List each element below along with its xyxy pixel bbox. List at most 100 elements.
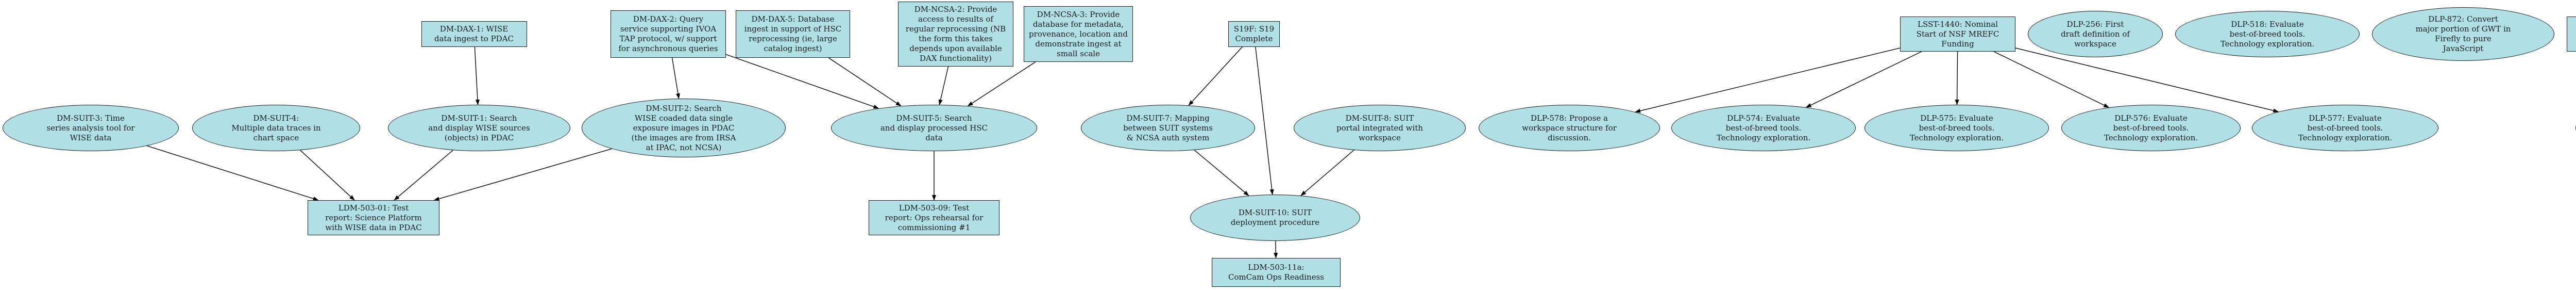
node-label-line: regular reprocessing (NB <box>905 24 1006 34</box>
node-label-line: WISE data <box>70 133 112 142</box>
node-label-line: DM-DAX-2: Query <box>633 14 704 24</box>
node-label-line: best-of-breed tools. <box>2229 29 2306 39</box>
node-label-line: DLP-872: Convert <box>2428 14 2498 24</box>
node-label-line: DM-SUIT-7: Mapping <box>1126 113 1210 123</box>
node-label-line: LSST-1440: Nominal <box>1918 19 1998 29</box>
edge-dm-ncsa-3-to-dm-suit-5 <box>967 61 1036 107</box>
node-label-line: workspace structure for <box>1522 123 1617 133</box>
node-label-line: provenance, location and <box>1029 29 1128 39</box>
node-label-line: for asynchronous queries <box>618 44 718 53</box>
node-label-line: discussion. <box>1548 133 1591 142</box>
node-label-line: DM-SUIT-4: <box>253 113 299 123</box>
node-dmtc-0000-0030: DMTC-0000-0030:LSST Software Release F16… <box>2567 17 2576 52</box>
edge-s19f-to-dm-suit-7 <box>1188 46 1243 106</box>
edge-dm-suit-2-to-ldm-503-01 <box>433 148 612 201</box>
node-label-line: ComCam Ops Readiness <box>1228 272 1324 282</box>
node-label-line: DM-DAX-5: Database <box>751 14 835 24</box>
edge-lsst-1440-to-dlp-575 <box>1955 51 1959 105</box>
edge-dm-dax-1-to-dm-suit-1 <box>474 46 480 105</box>
node-label-line: DLP-576: Evaluate <box>2114 113 2188 123</box>
node-label-line: (objects) in PDAC <box>444 133 514 142</box>
edge-dm-dax-2-to-dm-suit-2 <box>671 57 680 100</box>
edge-lsst-1440-to-dlp-574 <box>1805 51 1922 108</box>
edge-dm-suit-7-to-dm-suit-10 <box>1194 150 1249 196</box>
node-label-line: Technology exploration. <box>1909 133 2004 142</box>
node-label-line: portal integrated with <box>1336 123 1423 133</box>
node-label-line: major portion of GWT in <box>2415 24 2511 34</box>
node-label-line: workspace <box>2074 39 2116 48</box>
edge-lsst-1440-to-dlp-578 <box>1635 47 1901 113</box>
node-label-line: LDM-503-11a: <box>1248 263 1304 272</box>
node-label-line: DLP-578: Propose a <box>1531 113 1608 123</box>
edges-group <box>146 46 2279 258</box>
edge-dm-suit-4-to-ldm-503-01 <box>300 150 355 201</box>
node-label-line: exposure images in PDAC <box>633 123 735 133</box>
node-label-line: DM-SUIT-3: Time <box>57 113 125 123</box>
node-label-line: DLP-518: Evaluate <box>2231 19 2304 29</box>
node-label-line: DM-SUIT-2: Search <box>646 103 722 113</box>
edge-s19f-to-dm-suit-10 <box>1255 46 1274 195</box>
node-label-line: Technology exploration. <box>2220 39 2315 48</box>
edge-dm-dax-2-to-dm-suit-5 <box>725 54 879 109</box>
node-label-line: Firefly to pure <box>2435 34 2492 43</box>
node-label-line: Multiple data traces in <box>231 123 321 133</box>
node-label-line: best-of-breed tools. <box>1725 123 1802 133</box>
node-label-line: the form this takes <box>919 34 993 43</box>
node-label-line: demonstrate ingest at <box>1035 39 1122 48</box>
node-label-line: chart space <box>253 133 299 142</box>
node-label-line: report: Science Platform <box>325 213 422 222</box>
edge-dm-dax-5-to-dm-suit-5 <box>828 57 902 106</box>
node-label-line: ingest in support of HSC <box>744 24 842 34</box>
node-label-line: Technology exploration. <box>2104 133 2198 142</box>
node-label-line: data ingest to PDAC <box>434 34 514 43</box>
edge-dm-suit-8-to-dm-suit-10 <box>1300 150 1354 196</box>
node-label-line: commissioning #1 <box>897 222 971 232</box>
node-label-line: DM-NCSA-3: Provide <box>1037 9 1120 19</box>
node-label-line: small scale <box>1057 48 1100 58</box>
node-label-line: and display processed HSC <box>880 123 988 133</box>
node-label-line: best-of-breed tools. <box>2307 123 2383 133</box>
node-label-line: DM-SUIT-8: SUIT <box>1345 113 1414 123</box>
edge-dm-ncsa-2-to-dm-suit-5 <box>938 66 949 106</box>
node-label-line: with WISE data in PDAC <box>325 222 422 232</box>
node-label-line: Funding <box>1941 39 1974 48</box>
edge-dm-suit-1-to-ldm-503-01 <box>394 150 453 201</box>
node-label-line: best-of-breed tools. <box>1919 123 1995 133</box>
node-ldm-503-11a: LDM-503-11a:ComCam Ops Readiness <box>1212 258 1341 287</box>
node-label-line: access to results of <box>918 14 993 24</box>
node-label-line: LDM-503-01: Test <box>338 203 409 213</box>
node-label-line: (the images are from IRSA <box>631 133 736 142</box>
node-label-line: DLP-256: First <box>2066 19 2124 29</box>
node-label-line: Technology exploration. <box>1716 133 1811 142</box>
node-label-line: Complete <box>1235 34 1273 43</box>
edge-lsst-1440-to-dlp-576 <box>1993 51 2110 108</box>
node-label-line: DM-SUIT-5: Search <box>896 113 972 123</box>
node-label-line: data <box>925 133 943 142</box>
node-label-line: report: Ops rehearsal for <box>885 213 984 222</box>
node-label-line: JavaScript <box>2443 44 2484 53</box>
